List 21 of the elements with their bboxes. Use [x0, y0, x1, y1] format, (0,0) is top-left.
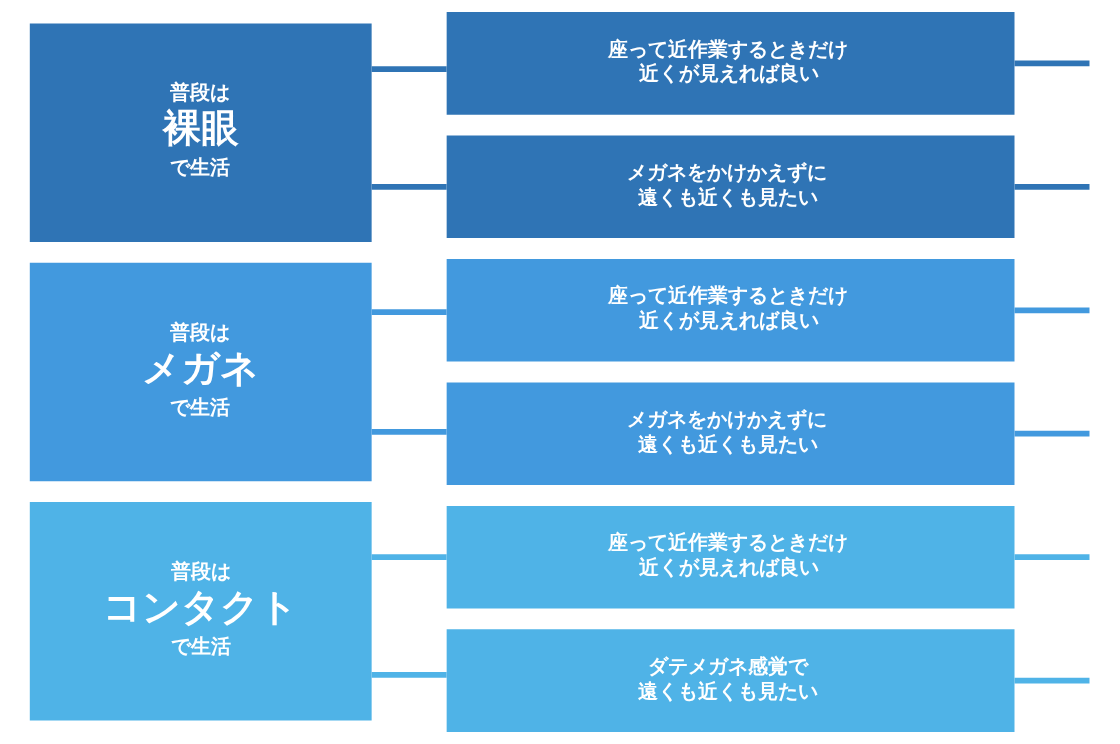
- node-box: 普段は コンタクト で生活: [29, 502, 372, 721]
- connector: [1014, 184, 1090, 190]
- connector: [1014, 307, 1090, 314]
- connector: [1014, 430, 1090, 437]
- connector: [1014, 554, 1090, 560]
- node-box: ダテメガネ感覚で遠くも近くも見たい: [446, 629, 1015, 732]
- node-box: 座って近作業するときだけ近くが見えれば良い: [446, 505, 1015, 609]
- node-box: 座って近作業するときだけ近くが見えれば良い: [446, 12, 1015, 115]
- connector: [371, 66, 447, 72]
- node-box: メガネをかけかえずに遠くも近くも見たい: [446, 135, 1015, 239]
- node-box: 普段は メガネ で生活: [29, 262, 372, 482]
- node-box: メガネをかけかえずに遠くも近くも見たい: [446, 382, 1015, 485]
- connector: [371, 428, 447, 435]
- connector: [371, 184, 447, 190]
- node-box: 普段は 裸眼 で生活: [29, 23, 372, 242]
- connector: [371, 672, 447, 678]
- node-box: 座って近作業するときだけ近くが見えれば良い: [446, 259, 1015, 362]
- connector: [1014, 677, 1090, 684]
- connector: [371, 309, 447, 316]
- connector: [1014, 60, 1090, 67]
- connector: [371, 554, 447, 560]
